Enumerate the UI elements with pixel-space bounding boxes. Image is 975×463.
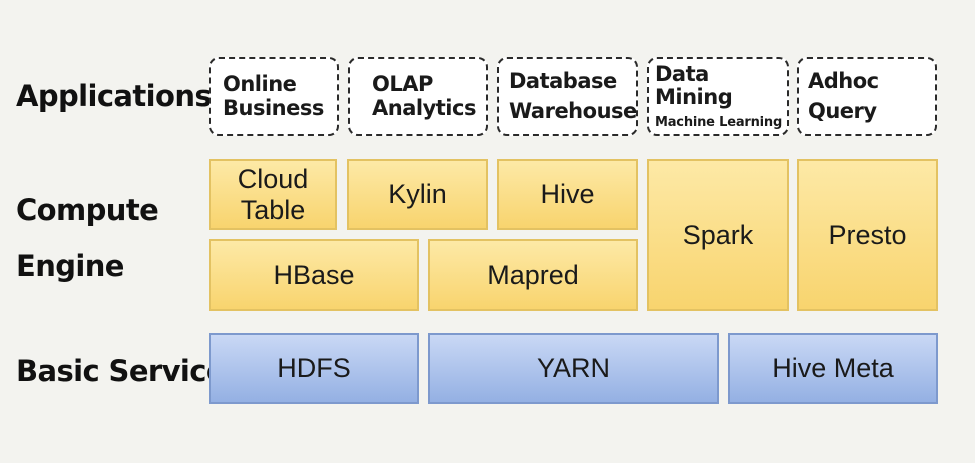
- label-compute: Compute: [16, 193, 159, 227]
- engine-hbase: HBase: [209, 239, 419, 311]
- app-adhoc-query: Adhoc Query: [797, 57, 937, 136]
- engine-spark: Spark: [647, 159, 789, 311]
- label-applications: Applications: [16, 79, 212, 113]
- app-data-mining-line2: Machine Learning: [655, 114, 783, 130]
- app-adhoc-query-line2: Query: [808, 98, 877, 123]
- app-online-business-line2: Business: [223, 95, 324, 120]
- engine-mapred: Mapred: [428, 239, 638, 311]
- app-olap-analytics: OLAP Analytics: [348, 57, 488, 136]
- app-database-warehouse: Database Warehouse: [497, 57, 638, 136]
- app-olap-analytics-line1: OLAP: [372, 71, 433, 96]
- service-hdfs: HDFS: [209, 333, 419, 404]
- engine-cloud-table-line1: Cloud: [237, 164, 309, 195]
- app-database-warehouse-line1: Database: [509, 68, 617, 93]
- app-online-business-line1: Online: [223, 71, 297, 96]
- engine-hive: Hive: [497, 159, 638, 230]
- engine-presto: Presto: [797, 159, 938, 311]
- service-hive-meta: Hive Meta: [728, 333, 938, 404]
- engine-cloud-table: Cloud Table: [209, 159, 337, 230]
- service-yarn: YARN: [428, 333, 719, 404]
- app-online-business: Online Business: [209, 57, 339, 136]
- app-data-mining: Data Mining Machine Learning: [647, 57, 789, 136]
- label-basic-service: Basic Service: [16, 354, 226, 388]
- engine-cloud-table-line2: Table: [240, 194, 306, 225]
- label-engine: Engine: [16, 249, 124, 283]
- app-adhoc-query-line1: Adhoc: [808, 68, 879, 93]
- app-database-warehouse-line2: Warehouse: [509, 98, 637, 123]
- app-data-mining-line1: Data Mining: [655, 61, 733, 110]
- engine-kylin: Kylin: [347, 159, 488, 230]
- app-olap-analytics-line2: Analytics: [372, 95, 476, 120]
